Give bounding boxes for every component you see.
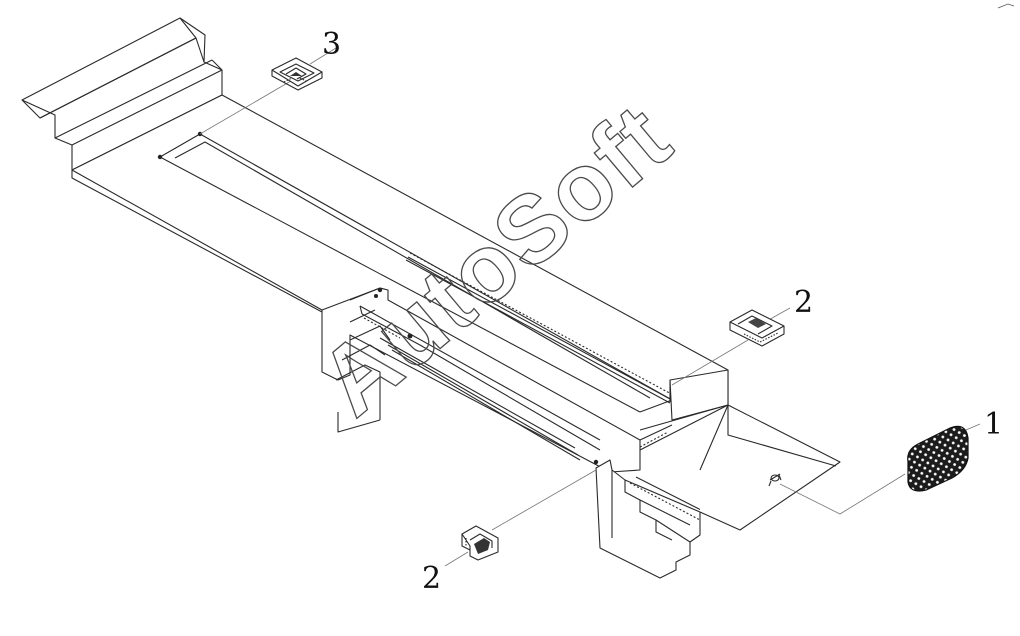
corner-mark bbox=[997, 3, 1015, 9]
part-2-corner-bracket-upper bbox=[729, 309, 785, 347]
part-1-foam-pad bbox=[907, 425, 969, 492]
leader-lines bbox=[199, 47, 981, 567]
callout-labels: 1 2 2 3 bbox=[322, 27, 1003, 596]
floor-panel-left-steps bbox=[21, 17, 223, 171]
floor-panel-right-extension bbox=[699, 404, 841, 531]
part-2-corner-bracket-lower bbox=[461, 525, 499, 561]
callout-1: 1 bbox=[984, 407, 1003, 442]
step-well-lower bbox=[593, 459, 706, 579]
callout-2-lower: 2 bbox=[422, 561, 441, 596]
callout-3: 3 bbox=[322, 27, 341, 62]
floor-panel-main bbox=[71, 94, 729, 461]
step-well-upper bbox=[321, 287, 673, 473]
part-3-corner-bracket bbox=[271, 57, 323, 91]
callout-2-upper: 2 bbox=[794, 285, 813, 320]
